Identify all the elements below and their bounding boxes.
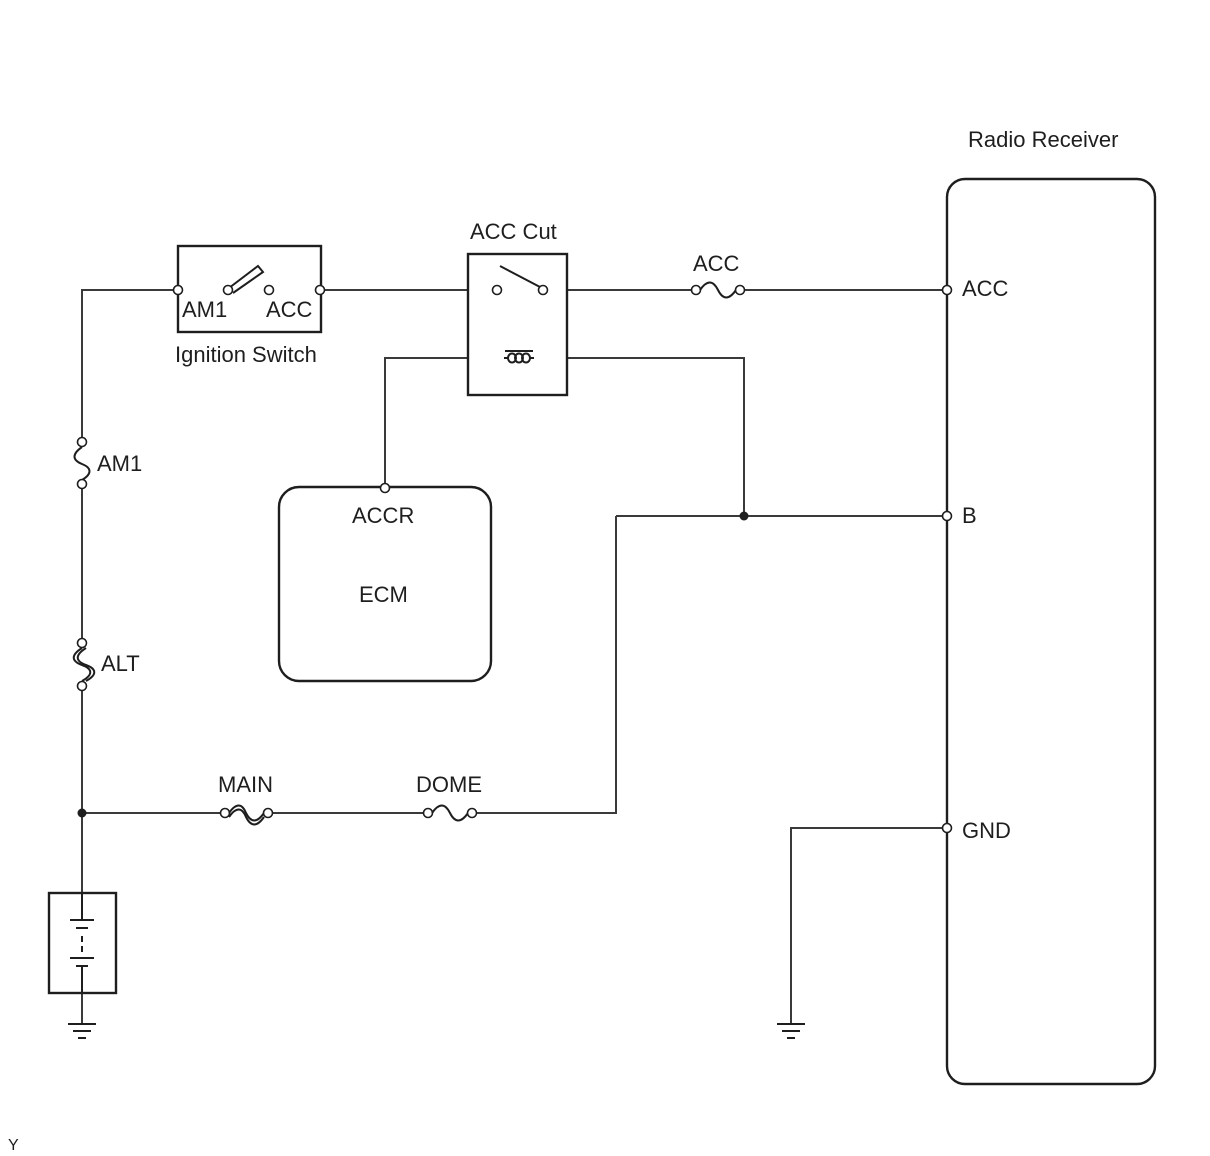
wire-dome-to-b <box>472 516 617 814</box>
junction-b-relay <box>739 511 749 521</box>
main-fuse-label: MAIN <box>218 772 273 797</box>
ignition-switch-am1-label: AM1 <box>182 297 227 322</box>
radio-gnd-terminal <box>941 822 953 834</box>
wires <box>81 289 947 1024</box>
relay-coil-icon <box>504 350 534 364</box>
radio-acc-pin-label: ACC <box>962 276 1009 301</box>
ignition-switch-symbol <box>222 264 275 296</box>
acc-cut-relay-box <box>466 252 569 397</box>
ignition-am1-terminal <box>172 284 184 296</box>
ecm-accr-terminal <box>379 482 391 494</box>
ignition-acc-terminal <box>314 284 326 296</box>
alt-fusible-link-icon <box>72 637 96 692</box>
wire-left-top <box>81 289 178 440</box>
corner-mark: Y <box>8 1137 19 1154</box>
acc-fuse-label: ACC <box>693 251 740 276</box>
battery-icon <box>70 893 94 993</box>
acc-cut-switch-symbol <box>491 265 549 296</box>
alt-fuse-label: ALT <box>101 651 140 676</box>
dome-fuse-icon <box>422 804 478 822</box>
radio-ground-icon <box>777 1023 805 1039</box>
am1-fuse-icon <box>73 436 91 490</box>
radio-acc-terminal <box>941 284 953 296</box>
ignition-switch-label: Ignition Switch <box>175 342 317 367</box>
dome-fuse-label: DOME <box>416 772 482 797</box>
radio-b-terminal <box>941 510 953 522</box>
main-fusible-link-icon <box>219 804 274 826</box>
acc-fuse-icon <box>690 281 746 299</box>
radio-receiver-box <box>945 177 1157 1086</box>
junction-main-bus <box>77 808 87 818</box>
ecm-label: ECM <box>359 582 408 607</box>
acc-cut-label: ACC Cut <box>470 219 557 244</box>
ignition-switch-box <box>176 244 323 334</box>
wire-coil-to-ecm <box>384 357 504 488</box>
radio-b-pin-label: B <box>962 503 977 528</box>
ignition-switch-acc-label: ACC <box>266 297 313 322</box>
wire-radio-ground <box>790 827 947 1024</box>
radio-receiver-label: Radio Receiver <box>968 127 1118 152</box>
wire-coil-to-b <box>532 357 745 516</box>
am1-fuse-label: AM1 <box>97 451 142 476</box>
battery-ground-icon <box>68 1023 96 1039</box>
radio-gnd-pin-label: GND <box>962 818 1011 843</box>
ecm-accr-label: ACCR <box>352 503 414 528</box>
